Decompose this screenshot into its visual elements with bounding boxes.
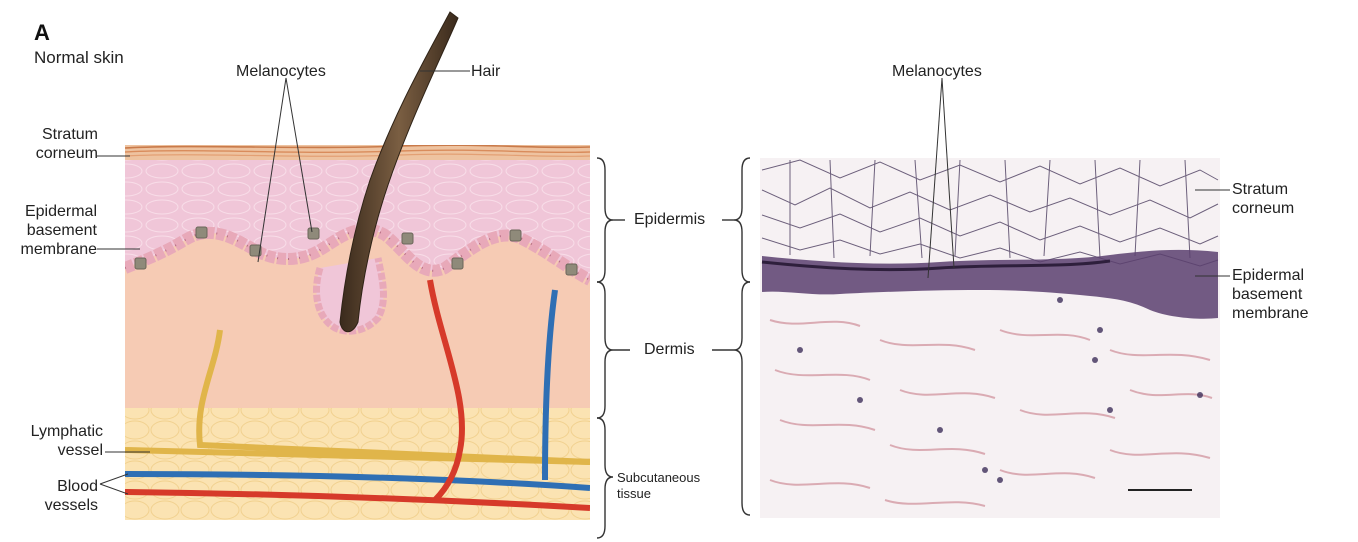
panel-title: Normal skin [34,48,124,67]
subcutaneous-tissue-label: Subcutaneous tissue [617,470,700,502]
epidermal-basement-membrane-label: Epidermal basement membrane [0,202,97,259]
histology-micrograph [760,158,1220,518]
micrograph-melanocytes-label: Melanocytes [892,62,982,81]
dermis-label: Dermis [644,340,695,359]
hair-label: Hair [471,62,500,81]
lymphatic-vessel-label: Lymphatic vessel [0,422,103,460]
melanocytes-label: Melanocytes [236,62,326,81]
micrograph-epidermal-basement-membrane-label: Epidermal basement membrane [1232,266,1308,323]
epidermis-label: Epidermis [634,210,705,229]
blood-vessels-label: Blood vessels [0,477,98,515]
stratum-corneum-label: Stratum corneum [20,125,98,163]
micrograph-stratum-corneum-label: Stratum corneum [1232,180,1294,218]
panel-letter: A [34,20,50,46]
